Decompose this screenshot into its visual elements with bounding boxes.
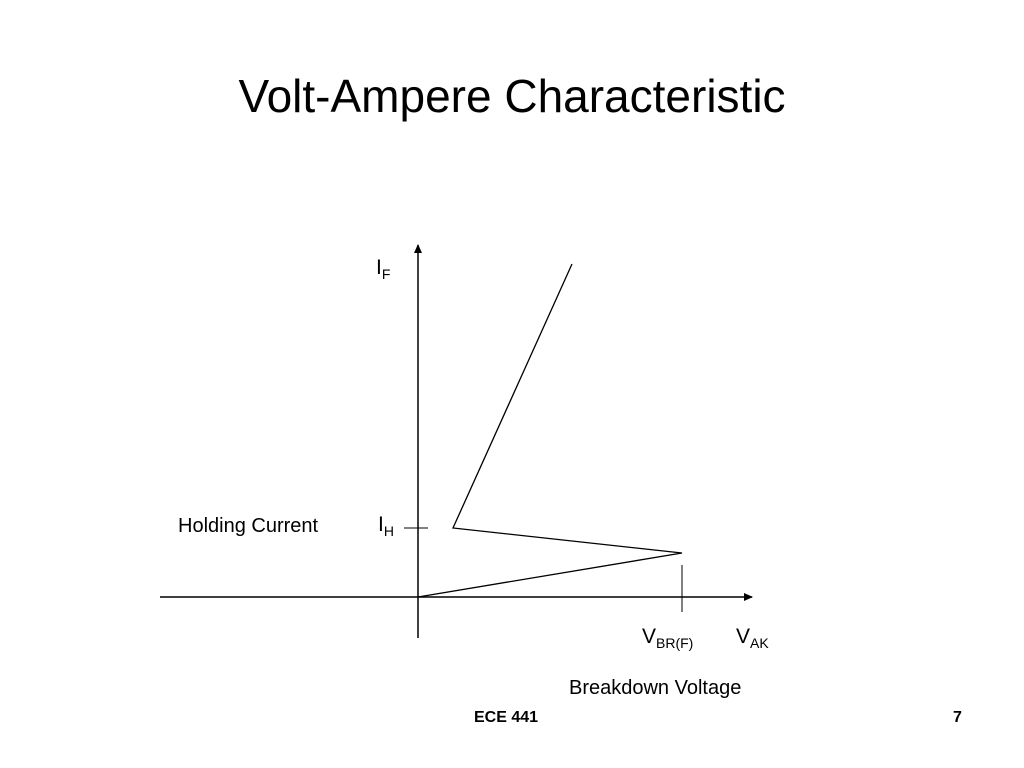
holding-current-subscript: H: [383, 523, 394, 539]
holding-current-symbol-letter: I: [378, 513, 384, 536]
y-axis-symbol: I: [376, 256, 382, 279]
slide-title: Volt-Ampere Characteristic: [238, 70, 786, 122]
breakover-voltage-symbol: VBR(F): [642, 625, 694, 651]
characteristic-curve: [417, 263, 683, 598]
footer-course: ECE 441: [474, 709, 539, 726]
breakover-voltage-letter: V: [642, 625, 657, 648]
y-axis-label: IF: [376, 256, 391, 282]
page-number: 7: [953, 709, 962, 726]
x-axis-subscript: AK: [750, 635, 769, 651]
holding-current-label: Holding Current: [178, 515, 319, 537]
breakover-voltage-subscript: BR(F): [656, 635, 694, 651]
x-axis-label: VAK: [736, 625, 769, 651]
x-axis-symbol: V: [736, 625, 751, 648]
holding-current-symbol: IH: [378, 513, 394, 539]
breakdown-voltage-label: Breakdown Voltage: [569, 677, 742, 699]
y-axis-subscript: F: [381, 266, 391, 282]
